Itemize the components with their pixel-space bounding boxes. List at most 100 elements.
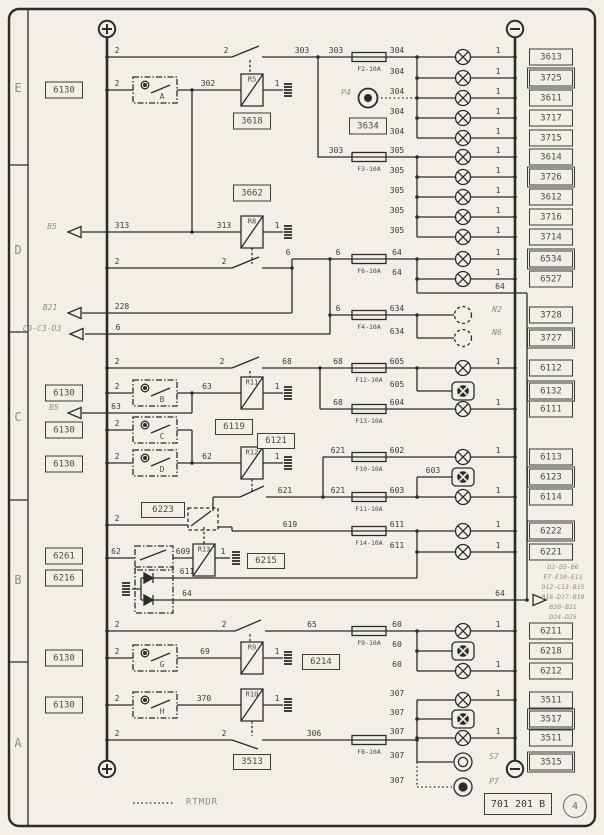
lamp-icon xyxy=(454,129,472,147)
zone-letter: C xyxy=(14,410,22,424)
wire-number-label: 65 xyxy=(307,620,317,629)
wire-number-label: 634 xyxy=(389,327,405,336)
dotted-links xyxy=(133,97,452,804)
sensor-s7-icon xyxy=(453,752,473,772)
junction-dot xyxy=(415,76,419,80)
junction-dot xyxy=(415,195,419,199)
component-box-6221: 6221 xyxy=(529,543,573,561)
sheet-border xyxy=(7,7,597,828)
wire-number-label: 1 xyxy=(495,206,501,215)
component-box-3728: 3728 xyxy=(529,306,573,324)
junction-dot xyxy=(513,96,517,100)
wire-number-label: 602 xyxy=(389,446,405,455)
indicator-lamp-icon xyxy=(451,709,475,729)
fuse-icon-F14-10A xyxy=(351,525,387,537)
fuse-icon-F13-10A xyxy=(351,403,387,415)
junction-dot xyxy=(190,461,194,465)
wire-number-label: 1 xyxy=(274,694,280,703)
component-box-3727: 3727 xyxy=(526,327,576,349)
component-box-6218: 6218 xyxy=(529,642,573,660)
fuse-icon-F3-10A xyxy=(351,151,387,163)
junction-dot xyxy=(105,629,109,633)
indicator-lamp-icon xyxy=(451,467,475,487)
fuse-icon-F4-10A xyxy=(351,309,387,321)
indicator-lamp-icon xyxy=(451,381,475,401)
component-box-6130: 6130 xyxy=(45,384,83,402)
lamp-icon xyxy=(454,543,472,561)
wire-number-label: 1 xyxy=(274,647,280,656)
component-box-3716: 3716 xyxy=(529,208,573,226)
key-switch-internals xyxy=(150,84,171,709)
relay-name: R5 xyxy=(247,75,257,84)
wire-number-label: 1 xyxy=(495,486,501,495)
diode-icon xyxy=(143,571,155,585)
offpage-ref-line: E7-E10-E11 xyxy=(543,572,583,581)
offpage-arrow-left xyxy=(66,306,82,320)
component-box-6130: 6130 xyxy=(45,696,83,714)
key-switch-H-box xyxy=(132,691,178,719)
zone-letter: B xyxy=(14,573,22,587)
component-box-6130: 6130 xyxy=(45,455,83,473)
component-box-6119: 6119 xyxy=(215,419,253,435)
lamp-icon xyxy=(454,622,472,640)
junction-dot xyxy=(513,698,517,702)
wire-number-label: 6 xyxy=(335,248,341,257)
wire-number-label: 64 xyxy=(182,589,192,598)
battery-minus-terminal xyxy=(505,759,525,779)
component-ref-label: B5 xyxy=(47,222,57,231)
sensor-p4-icon xyxy=(357,87,379,109)
junction-dot xyxy=(105,703,109,707)
wire-number-label: 2 xyxy=(114,79,120,88)
wire-number-label: 306 xyxy=(306,729,322,738)
component-box-3662: 3662 xyxy=(233,184,271,202)
key-switch-C-box xyxy=(132,416,178,444)
lamp-icon xyxy=(454,448,472,466)
page-number: 4 xyxy=(571,800,579,812)
wire-number-label: 6 xyxy=(115,323,121,332)
wire-number-label: 2 xyxy=(114,452,120,461)
wire-number-label: 603 xyxy=(389,486,405,495)
switch-letter: B xyxy=(159,395,165,404)
wire-number-label: 1 xyxy=(495,186,501,195)
wire-number-label: 68 xyxy=(333,357,343,366)
junction-dot xyxy=(513,76,517,80)
switch-blades xyxy=(139,45,265,750)
wire-number-label: 305 xyxy=(389,146,405,155)
component-box-6121: 6121 xyxy=(257,433,295,449)
junction-dot xyxy=(513,155,517,159)
fuse-icon-F12-10A xyxy=(351,362,387,374)
wire-number-label: 305 xyxy=(389,206,405,215)
offpage-ref-line: D2-D5-B6 xyxy=(547,562,579,571)
junction-dot xyxy=(415,257,419,261)
wire-number-label: 634 xyxy=(389,304,405,313)
junction-dot xyxy=(415,366,419,370)
component-box-6261: 6261 xyxy=(45,547,83,565)
junction-dot xyxy=(415,738,419,742)
sensor-p7-icon xyxy=(453,777,473,797)
junction-dot xyxy=(415,313,419,317)
wire-number-label: 305 xyxy=(389,226,405,235)
offpage-ref-line: D24-D25 xyxy=(549,612,577,621)
dashed-connector-circle xyxy=(453,328,473,348)
wire-number-label: 611 xyxy=(389,541,405,550)
component-box-3517: 3517 xyxy=(526,708,576,730)
lamp-icon xyxy=(454,228,472,246)
lamp-icon xyxy=(454,250,472,268)
zone-strip xyxy=(10,10,29,825)
component-box-6211: 6211 xyxy=(529,622,573,640)
component-box-6112: 6112 xyxy=(529,359,573,377)
component-ref-label: N2 xyxy=(492,305,502,314)
wire-number-label: 307 xyxy=(389,776,405,785)
relay-name: R8 xyxy=(247,217,257,226)
lamp-icon xyxy=(454,270,472,288)
offpage-ref-line: B20-B21 xyxy=(549,602,577,611)
junction-dot xyxy=(513,669,517,673)
wire-number-label: 2 xyxy=(114,620,120,629)
key-switch-B-box xyxy=(132,379,178,407)
wire-number-label: 64 xyxy=(495,589,505,598)
wire-number-label: 2 xyxy=(114,257,120,266)
fuse-icon-F9-10A xyxy=(351,625,387,637)
lamp-icon xyxy=(454,168,472,186)
component-ref-label: P4 xyxy=(341,88,351,97)
wire-number-label: 1 xyxy=(274,221,280,230)
